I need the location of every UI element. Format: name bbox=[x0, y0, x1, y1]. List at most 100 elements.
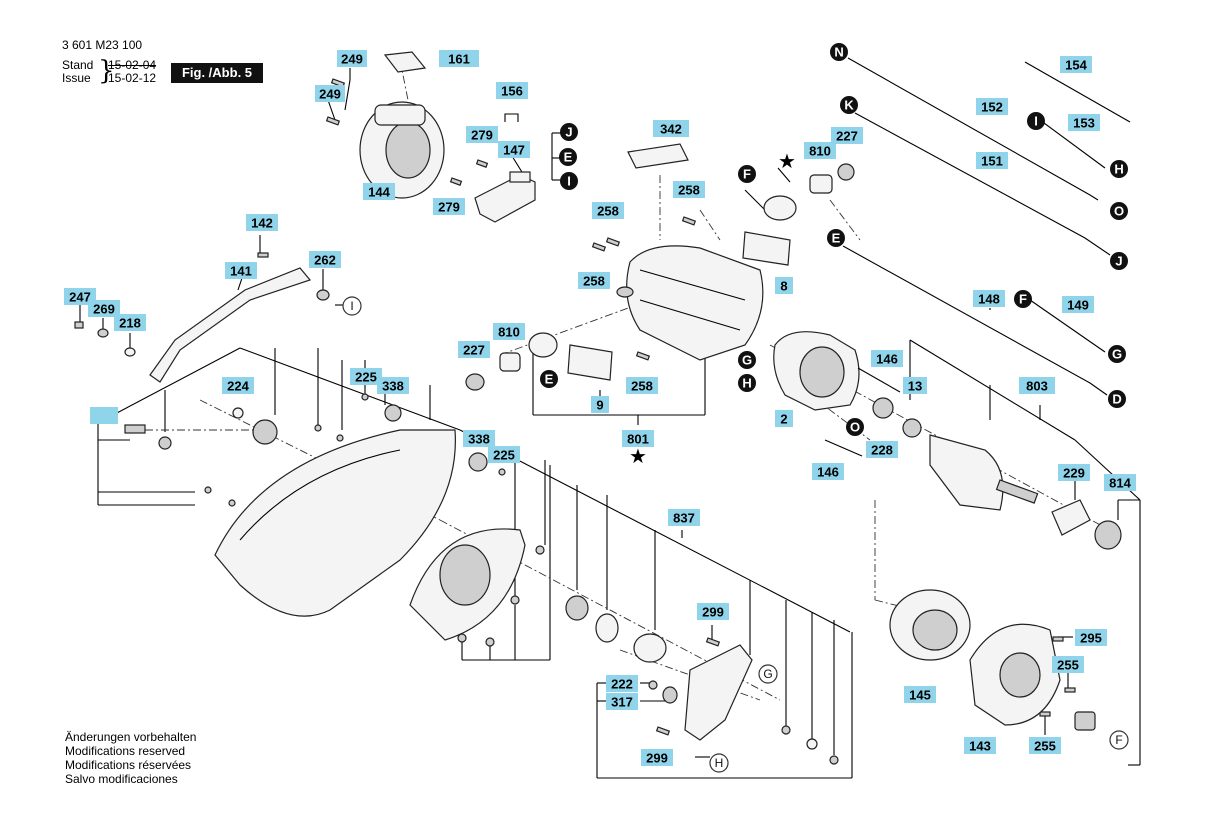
part-label-227: 227 bbox=[831, 127, 863, 144]
connector-marker-h: H bbox=[738, 374, 756, 392]
connector-marker-g: G bbox=[738, 351, 756, 369]
part-label-255: 255 bbox=[1052, 656, 1084, 673]
part-label-143: 143 bbox=[964, 737, 996, 754]
svg-text:299: 299 bbox=[702, 605, 724, 620]
sleeve-154 bbox=[1024, 61, 1131, 123]
part-label-147: 147 bbox=[498, 141, 530, 158]
star-icon: ★ bbox=[629, 446, 647, 468]
reference-markers: I G H F bbox=[342, 296, 1129, 773]
footer-line-en: Modifications reserved bbox=[65, 744, 186, 758]
connector-marker-o: O bbox=[1110, 202, 1128, 220]
part-label-142: 142 bbox=[246, 214, 278, 231]
svg-text:152: 152 bbox=[981, 100, 1003, 115]
svg-text:2: 2 bbox=[780, 412, 787, 427]
svg-text:262: 262 bbox=[314, 253, 336, 268]
label-342-part bbox=[627, 143, 689, 169]
svg-text:153: 153 bbox=[1073, 116, 1095, 131]
switch-147 bbox=[474, 171, 536, 223]
svg-text:810: 810 bbox=[498, 325, 520, 340]
svg-text:317: 317 bbox=[611, 695, 633, 710]
part-label-269: 269 bbox=[88, 300, 120, 317]
wire-149 bbox=[1029, 299, 1106, 353]
svg-text:E: E bbox=[832, 231, 841, 246]
part-label-279: 279 bbox=[433, 198, 465, 215]
svg-text:258: 258 bbox=[631, 379, 653, 394]
svg-text:F: F bbox=[1115, 733, 1122, 747]
parts bbox=[74, 51, 1122, 765]
part-label-225: 225 bbox=[350, 368, 382, 385]
document-header: 3 601 M23 100 Stand Issue } 15-02-04 15-… bbox=[62, 38, 156, 85]
connector-marker-o: O bbox=[846, 418, 864, 436]
svg-text:G: G bbox=[763, 667, 772, 681]
part-label-228: 228 bbox=[866, 441, 898, 458]
screws bbox=[74, 78, 1076, 736]
svg-text:147: 147 bbox=[503, 143, 525, 158]
svg-text:H: H bbox=[715, 756, 724, 770]
svg-text:338: 338 bbox=[468, 432, 490, 447]
document-number: 3 601 M23 100 bbox=[62, 38, 143, 52]
svg-text:151: 151 bbox=[981, 154, 1003, 169]
svg-text:N: N bbox=[834, 45, 843, 60]
connector-marker-d: D bbox=[1108, 390, 1126, 408]
upper-blade-guard bbox=[214, 429, 456, 617]
part-label-258: 258 bbox=[592, 202, 624, 219]
svg-text:141: 141 bbox=[230, 264, 252, 279]
stator-2 bbox=[773, 331, 860, 411]
part-label-255: 255 bbox=[1029, 737, 1061, 754]
footer-notes: Änderungen vorbehalten Modifications res… bbox=[65, 730, 196, 786]
svg-text:13: 13 bbox=[908, 379, 922, 394]
svg-text:227: 227 bbox=[836, 129, 858, 144]
stand-date: 15-02-04 bbox=[108, 58, 157, 72]
footer-line-de: Änderungen vorbehalten bbox=[65, 730, 197, 744]
svg-text:801: 801 bbox=[627, 432, 649, 447]
svg-text:218: 218 bbox=[119, 316, 141, 331]
svg-text:F: F bbox=[743, 167, 751, 182]
connector-marker-n: N bbox=[830, 43, 848, 61]
part-label-224: 224 bbox=[222, 377, 254, 394]
part-label-156: 156 bbox=[496, 82, 528, 99]
part-label-148: 148 bbox=[973, 290, 1005, 307]
bearing-837 bbox=[565, 595, 589, 621]
motor-cap-144 bbox=[359, 101, 445, 199]
reference-marker-i: I bbox=[342, 296, 362, 316]
svg-text:H: H bbox=[1114, 162, 1123, 177]
part-label-249: 249 bbox=[337, 50, 367, 67]
part-label-144: 144 bbox=[363, 183, 395, 200]
part-label-152: 152 bbox=[976, 98, 1008, 115]
connector-marker-f: F bbox=[738, 165, 756, 183]
part-label-9: 9 bbox=[591, 396, 609, 413]
svg-text:O: O bbox=[850, 420, 860, 435]
svg-text:D: D bbox=[1112, 392, 1121, 407]
label-161-part bbox=[383, 51, 427, 73]
svg-text:154: 154 bbox=[1065, 58, 1087, 73]
part-label-317: 317 bbox=[606, 693, 638, 710]
footer-line-es: Salvo modificaciones bbox=[65, 772, 178, 786]
connector-marker-h: H bbox=[1110, 160, 1128, 178]
plate-229 bbox=[1051, 499, 1091, 536]
svg-text:142: 142 bbox=[251, 216, 273, 231]
issue-date: 15-02-12 bbox=[108, 71, 157, 85]
svg-text:255: 255 bbox=[1057, 658, 1079, 673]
motor-housing bbox=[616, 245, 764, 361]
svg-text:229: 229 bbox=[1063, 466, 1085, 481]
armature-803 bbox=[929, 434, 1039, 511]
part-label-146: 146 bbox=[812, 463, 844, 480]
part-label-13: 13 bbox=[903, 377, 927, 394]
connector-marker-e: E bbox=[540, 370, 558, 388]
part-label-262: 262 bbox=[309, 251, 341, 268]
connector-markers: J E I F N K I H O J E F G D G H O E bbox=[540, 43, 1128, 436]
part-label-249: 249 bbox=[315, 85, 345, 102]
svg-text:H: H bbox=[742, 376, 751, 391]
bearing-814 bbox=[1094, 520, 1122, 550]
stand-label: Stand bbox=[62, 58, 94, 72]
part-label-837: 837 bbox=[668, 509, 700, 526]
svg-text:225: 225 bbox=[355, 370, 377, 385]
svg-text:O: O bbox=[1114, 204, 1124, 219]
part-label-279: 279 bbox=[466, 126, 498, 143]
svg-text:299: 299 bbox=[646, 751, 668, 766]
figure-label: Fig. /Abb. 5 bbox=[171, 63, 263, 83]
svg-text:225: 225 bbox=[493, 448, 515, 463]
svg-text:224: 224 bbox=[227, 379, 249, 394]
part-label-blank bbox=[90, 407, 118, 424]
